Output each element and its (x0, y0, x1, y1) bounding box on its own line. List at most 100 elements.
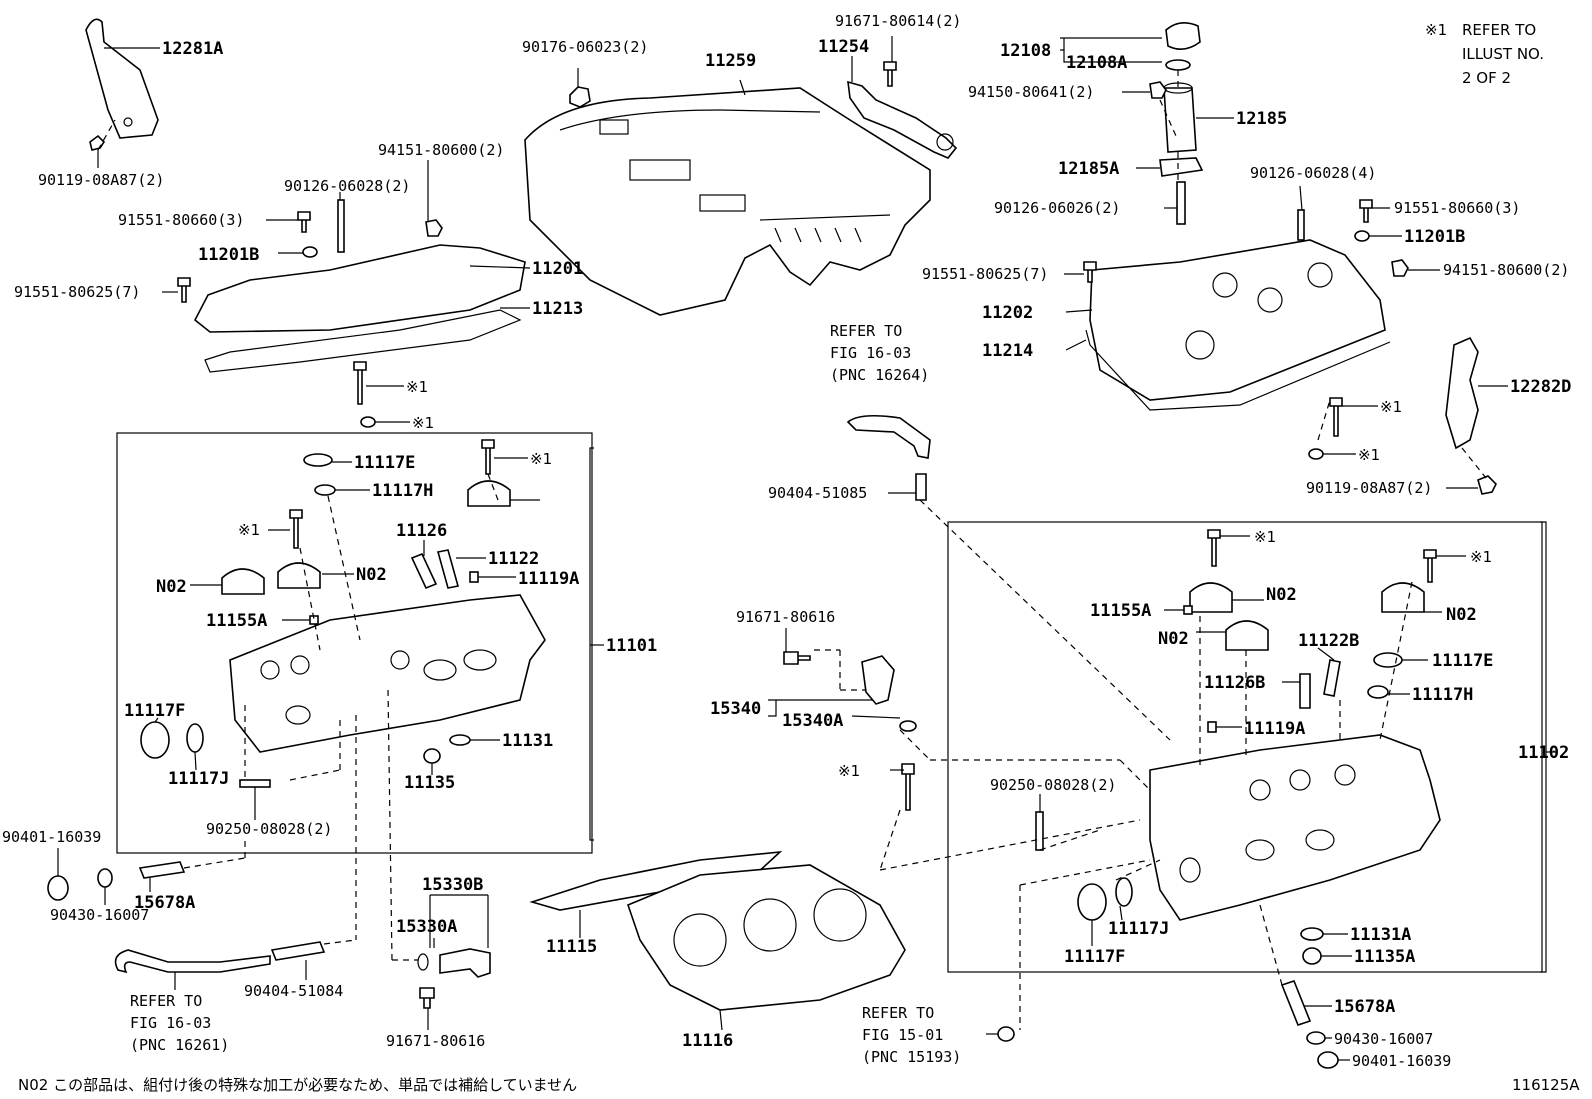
label-11119A-left: 11119A (518, 569, 579, 589)
label-90119-left: 90119-08A87(2) (38, 171, 164, 189)
label-91671-80616-lower: 91671-80616 (386, 1032, 485, 1050)
bolt-star-left-a (481, 439, 495, 475)
label-11117J-right: 11117J (1108, 919, 1169, 939)
o-ring-15340A (899, 720, 917, 732)
union-90404-51084 (270, 941, 326, 961)
label-91551-80660-left: 91551-80660(3) (118, 211, 244, 229)
gasket-11135A (1302, 947, 1322, 965)
label-90119-right: 90119-08A87(2) (1306, 479, 1432, 497)
engine-hanger-bracket-left (85, 18, 159, 139)
left-cylinder-head-group-box (116, 432, 593, 854)
label-11122B: 11122B (1298, 631, 1359, 651)
nut-94150 (1149, 81, 1167, 99)
gasket-11117H-right (1367, 685, 1389, 699)
footnote-N02: N02 この部品は、組付け後の特殊な加工が必要なため、単品では補給していません (18, 1076, 577, 1094)
washer-11201B-left (302, 246, 318, 258)
plug-90401-left (47, 875, 69, 901)
oil-filler-pipe-12185 (1163, 87, 1197, 153)
label-11259: 11259 (705, 51, 756, 71)
label-11117H-right: 11117H (1412, 685, 1473, 705)
cam-bearing-cap-N02-left-3 (277, 562, 321, 589)
bushing-11119A-right (1207, 721, 1217, 733)
bolt-91551-80625-left (177, 277, 191, 303)
nut-94151-right (1391, 259, 1409, 277)
bolt-91551-80660-left (297, 211, 311, 233)
ref-fig-16-03-left-line1: REFER TO (130, 992, 202, 1010)
valve-guide-11122 (436, 549, 460, 589)
label-90250-left: 90250-08028(2) (206, 820, 332, 838)
nut-90176 (569, 86, 591, 108)
head-gasket-11115 (529, 850, 783, 911)
gasket-11117J-right (1115, 877, 1133, 907)
washer-star-right-upper (1308, 448, 1324, 460)
plug-11117E-right (1373, 652, 1403, 668)
bolt-91551-80625-right (1083, 261, 1097, 283)
label-N02-left-3: N02 (156, 577, 187, 597)
dowel-pin-90250-right (1035, 811, 1044, 851)
label-91551-80625-right: 91551-80625(7) (922, 265, 1048, 283)
label-star-left-1: ※1 (406, 378, 428, 396)
washer-star-left-upper (360, 416, 376, 428)
valve-cover-11202 (1089, 239, 1386, 401)
label-11201B-left: 11201B (198, 245, 259, 265)
gasket-90430-left (97, 868, 113, 888)
label-11122: 11122 (488, 549, 539, 569)
valve-guide-11126B (1299, 673, 1311, 709)
plug-11117F-left (140, 721, 170, 759)
label-11102: 11102 (1518, 743, 1569, 763)
cam-bearing-cap-N02-right-1 (1189, 582, 1233, 613)
label-11117F-left: 11117F (124, 701, 185, 721)
stud-90126-06028-right (1297, 209, 1305, 241)
label-N02-left-2: N02 (356, 565, 387, 585)
note-line-2: ILLUST NO. (1462, 45, 1544, 63)
label-11201: 11201 (532, 259, 583, 279)
label-12185: 12185 (1236, 109, 1287, 129)
label-N02-right-1: N02 (1266, 585, 1297, 605)
bolt-90119-right (1477, 475, 1497, 495)
bolt-star-mid (901, 763, 915, 811)
gasket-11131 (449, 734, 471, 746)
label-15678A-right: 15678A (1334, 997, 1395, 1017)
label-star-right-1: ※1 (1380, 398, 1402, 416)
label-90401-left: 90401-16039 (2, 828, 101, 846)
bolt-star-left-upper (353, 361, 367, 405)
label-90404-51084: 90404-51084 (244, 982, 343, 1000)
label-N02-right-2: N02 (1446, 605, 1477, 625)
label-11117J-left: 11117J (168, 769, 229, 789)
note-line-3: 2 OF 2 (1462, 69, 1511, 87)
label-11117E-left: 11117E (354, 453, 415, 473)
label-11201B-right: 11201B (1404, 227, 1465, 247)
plug-90401-right (1317, 1051, 1339, 1069)
seal-to-fig-15-01 (997, 1026, 1015, 1042)
leader-lines (57, 36, 1556, 1061)
label-15340A: 15340A (782, 711, 843, 731)
valve-cover-11201 (193, 244, 526, 333)
label-11155A-left: 11155A (206, 611, 267, 631)
label-94150: 94150-80641(2) (968, 83, 1094, 101)
label-star-right-3: ※1 (1254, 528, 1276, 546)
gasket-11117J-left (186, 723, 204, 753)
ref-fig-15-01-line2: FIG 15-01 (862, 1026, 943, 1044)
bolt-star-right-a (1207, 529, 1221, 567)
oil-pressure-switch-15330A (439, 948, 491, 978)
gasket-11213 (204, 309, 522, 373)
label-star-left-4: ※1 (238, 521, 260, 539)
ref-fig-15-01-line3: (PNC 15193) (862, 1048, 961, 1066)
label-11135A: 11135A (1354, 947, 1415, 967)
label-11115: 11115 (546, 937, 597, 957)
label-11131: 11131 (502, 731, 553, 751)
stud-90126-06026 (1176, 181, 1186, 225)
label-90126-06026: 90126-06026(2) (994, 199, 1120, 217)
label-star-right-2: ※1 (1358, 446, 1380, 464)
bolt-star-right-b (1423, 549, 1437, 583)
label-90126-06028-left: 90126-06028(2) (284, 177, 410, 195)
label-N02-right-3: N02 (1158, 629, 1189, 649)
cam-bearing-cap-N02-left-1 (467, 480, 511, 507)
ref-fig-16-03-left-line3: (PNC 16261) (130, 1036, 229, 1054)
ref-fig-16-03-right-line1: REFER TO (830, 322, 902, 340)
cylinder-head-11101 (229, 594, 546, 753)
bushing-11119A-left (469, 571, 479, 583)
gasket-11117H-left (314, 484, 336, 496)
bolt-star-left-b (289, 509, 303, 549)
